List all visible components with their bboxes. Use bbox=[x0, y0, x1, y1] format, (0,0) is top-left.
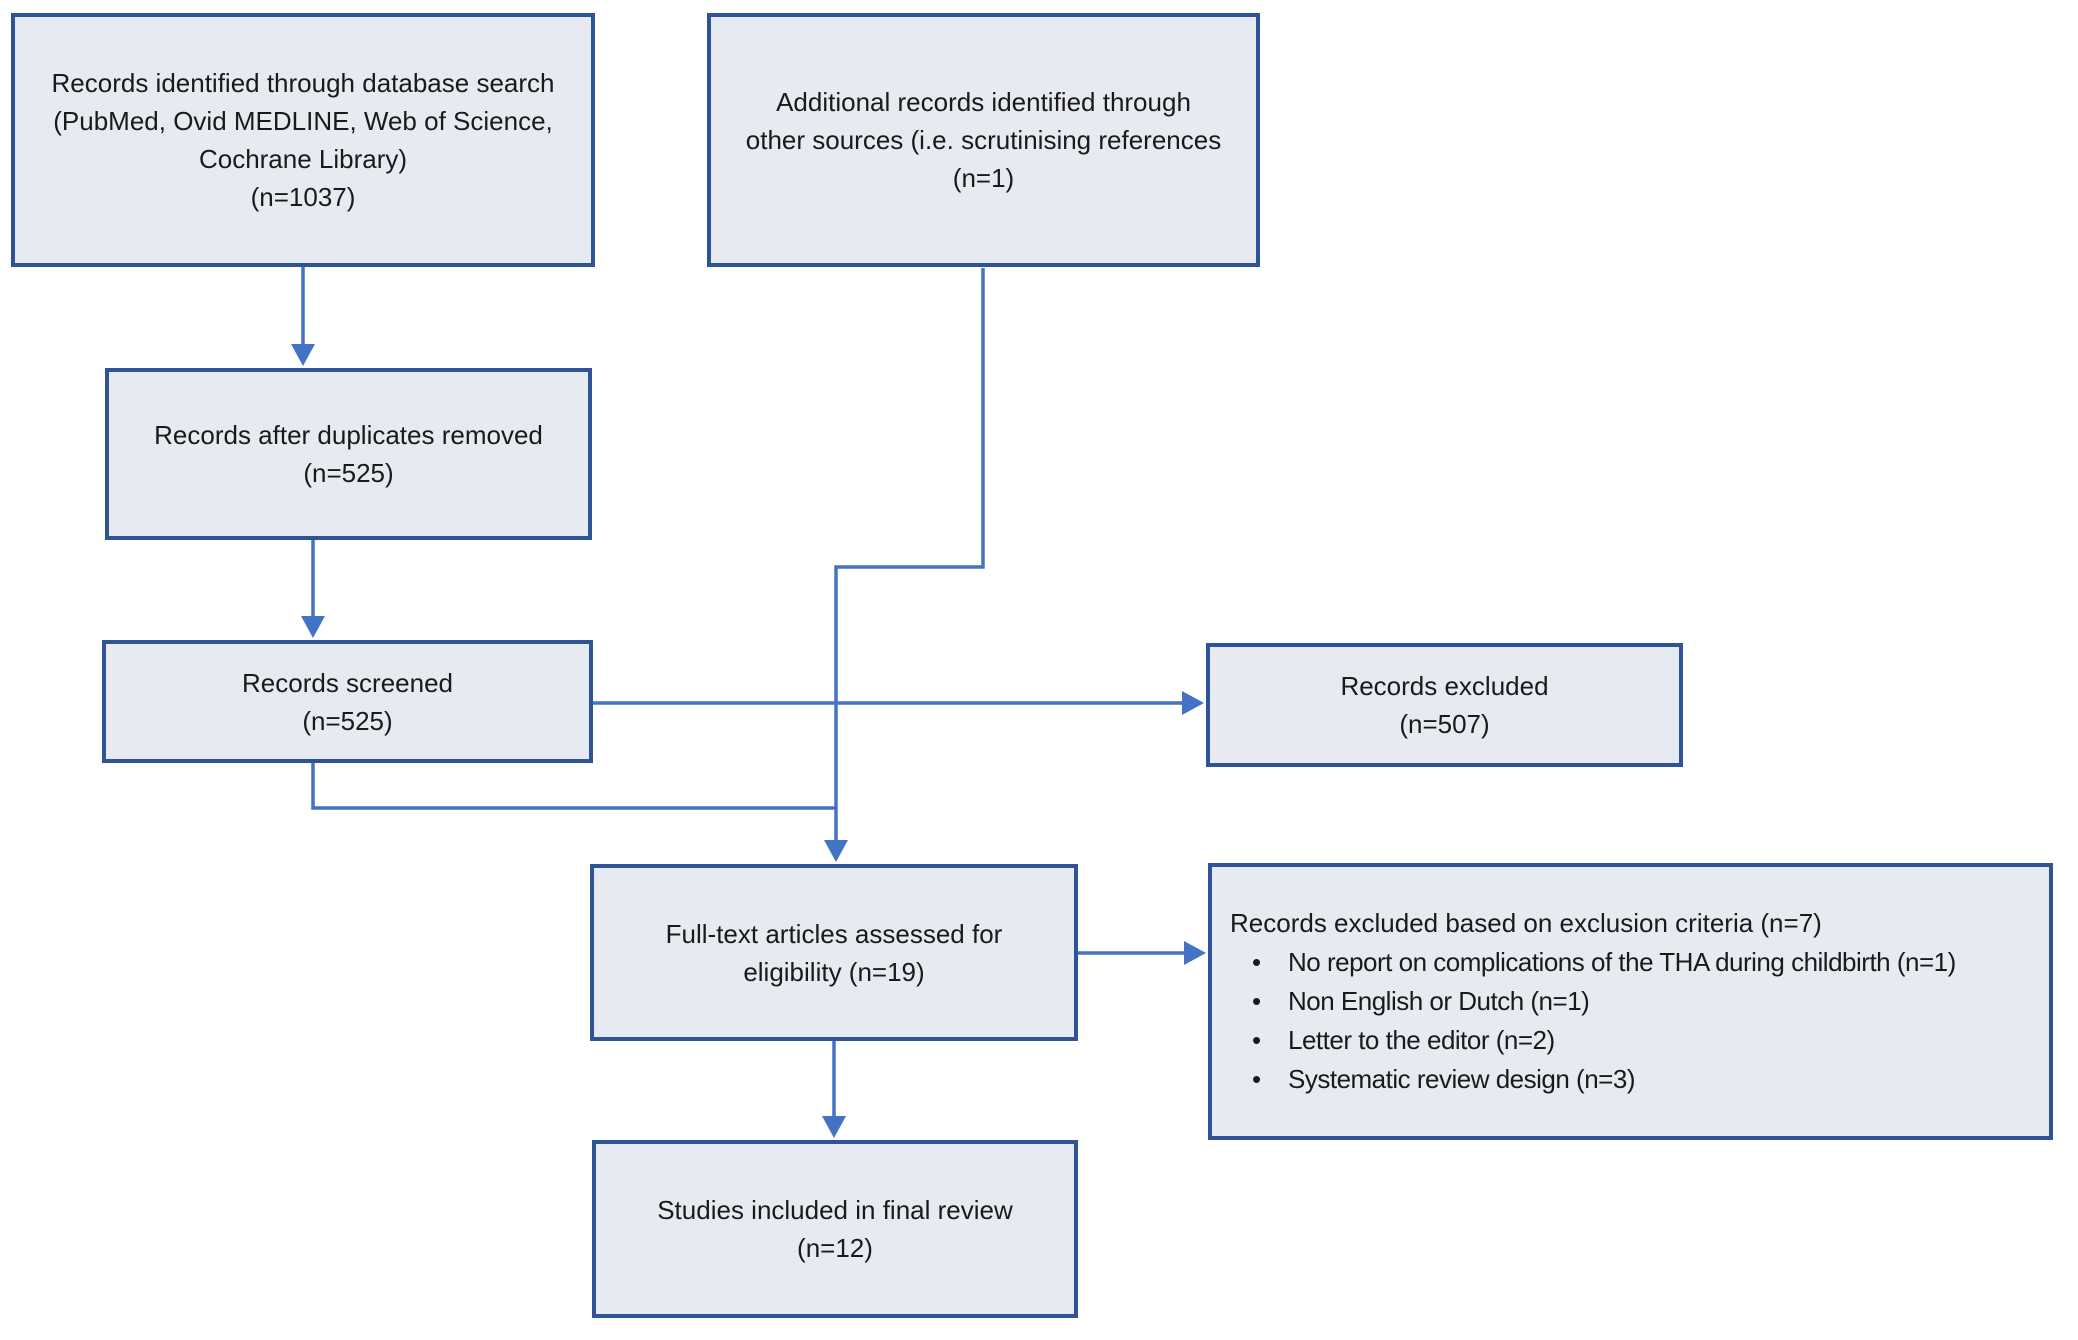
exclusion-criteria-title: Records excluded based on exclusion crit… bbox=[1230, 908, 1822, 938]
box-text-line: Records after duplicates removed bbox=[154, 420, 543, 450]
box-fulltext-assessed: Full-text articles assessed for eligibil… bbox=[590, 864, 1078, 1041]
arrowhead-screened-to-excluded bbox=[1182, 691, 1204, 715]
box-text-line: (n=1) bbox=[952, 163, 1015, 193]
arrowhead-fulltext-to-included bbox=[822, 1116, 846, 1138]
box-records-screened: Records screened (n=525) bbox=[102, 640, 593, 763]
box-duplicates-removed: Records after duplicates removed (n=525) bbox=[105, 368, 592, 540]
exclusion-bullet-item: Letter to the editor (n=2) bbox=[1230, 1021, 2039, 1060]
box-text-line: eligibility (n=19) bbox=[743, 956, 925, 987]
box-text-line: Full-text articles assessed for bbox=[665, 918, 1003, 949]
exclusion-bullet-item: Systematic review design (n=3) bbox=[1230, 1060, 2039, 1099]
box-additional-records: Additional records identified through ot… bbox=[707, 13, 1260, 267]
exclusion-bullet-item: Non English or Dutch (n=1) bbox=[1230, 982, 2039, 1021]
box-text-line: (n=525) bbox=[302, 705, 393, 736]
arrowhead-into-fulltext bbox=[824, 840, 848, 862]
box-text-line: (n=507) bbox=[1399, 709, 1490, 739]
box-records-identified: Records identified through database sear… bbox=[11, 13, 595, 267]
connector-additional-to-fulltext bbox=[834, 268, 985, 842]
arrowhead-identified-to-duplicates bbox=[291, 344, 315, 366]
box-exclusion-criteria: Records excluded based on exclusion crit… bbox=[1208, 863, 2053, 1140]
box-text-line: (n=525) bbox=[303, 458, 394, 488]
box-text-line: other sources (i.e. scrutinising referen… bbox=[745, 125, 1222, 155]
box-text-line: Studies included in final review bbox=[657, 1195, 1013, 1225]
box-records-excluded: Records excluded (n=507) bbox=[1206, 643, 1683, 767]
box-studies-included: Studies included in final review (n=12) bbox=[592, 1140, 1078, 1318]
box-text-line: (n=1037) bbox=[250, 182, 356, 212]
box-text-line: (PubMed, Ovid MEDLINE, Web of Science, bbox=[53, 106, 553, 136]
arrowhead-duplicates-to-screened bbox=[301, 616, 325, 638]
box-text-line: Records excluded bbox=[1340, 671, 1549, 701]
box-text-line: Additional records identified through bbox=[776, 87, 1191, 117]
box-text-line: Records identified through database sear… bbox=[51, 68, 555, 98]
exclusion-bullet-item: No report on complications of the THA du… bbox=[1230, 943, 2039, 982]
box-text-line: (n=12) bbox=[797, 1233, 873, 1263]
box-text-line: Records screened bbox=[242, 667, 453, 698]
arrowhead-fulltext-to-criteria bbox=[1184, 941, 1206, 965]
connector-screened-to-fulltext bbox=[311, 763, 836, 810]
box-text-line: Cochrane Library) bbox=[198, 144, 408, 174]
exclusion-criteria-list: No report on complications of the THA du… bbox=[1230, 943, 2039, 1099]
